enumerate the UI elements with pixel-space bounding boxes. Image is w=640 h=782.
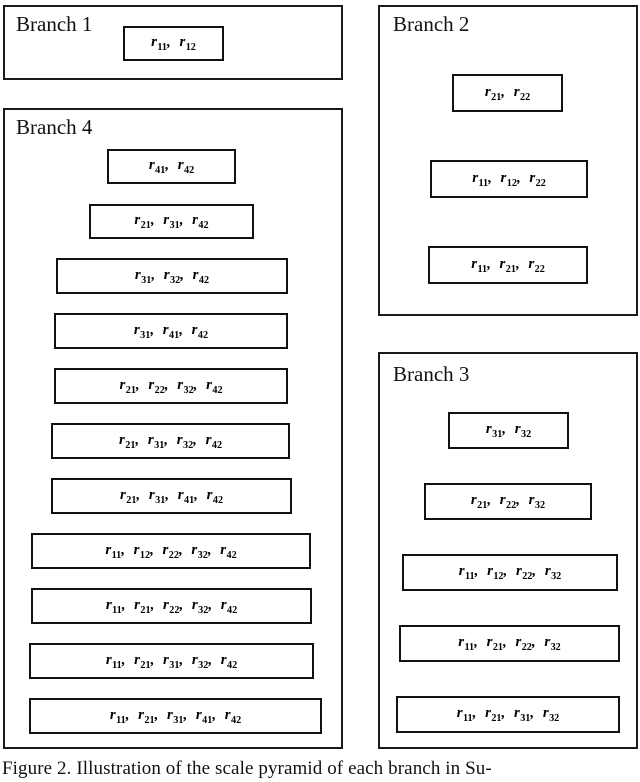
scale-label: r21, r22, r32 [470, 492, 546, 511]
branch-2-scale-box-1: r21, r22 [452, 74, 563, 112]
branch-4-scale-box-9: r11, r21, r22, r32, r42 [31, 588, 312, 624]
branch-3-scale-box-4: r11, r21, r22, r32 [399, 625, 620, 662]
branch-3-scale-box-2: r21, r22, r32 [424, 483, 592, 520]
branch-1-scale-box-1: r11, r12 [123, 26, 224, 61]
branch-4-title: Branch 4 [16, 115, 93, 139]
branch-2-scale-box-3: r11, r21, r22 [428, 246, 588, 284]
scale-label: r11, r21, r22, r32 [458, 634, 561, 653]
scale-label: r31, r32 [485, 421, 532, 440]
branch-2-title: Branch 2 [393, 12, 470, 36]
branch-2-scale-box-2: r11, r12, r22 [430, 160, 588, 198]
figure-caption: Figure 2. Illustration of the scale pyra… [2, 758, 492, 779]
scale-label: r11, r12 [151, 34, 196, 53]
scale-label: r11, r21, r22, r32, r42 [105, 596, 238, 616]
scale-label: r21, r31, r41, r42 [119, 486, 224, 506]
branch-3-scale-box-3: r11, r12, r22, r32 [402, 554, 618, 591]
branch-3-scale-box-5: r11, r21, r31, r32 [396, 696, 620, 733]
scale-label: r11, r21, r31, r32, r42 [105, 651, 238, 671]
scale-label: r11, r21, r31, r32 [456, 705, 560, 724]
scale-label: r11, r21, r31, r41, r42 [109, 706, 242, 726]
branch-4-scale-box-11: r11, r21, r31, r41, r42 [29, 698, 322, 734]
scale-label: r21, r22 [484, 83, 531, 103]
scale-label: r11, r21, r22 [471, 255, 545, 275]
branch-3-title: Branch 3 [393, 362, 470, 386]
branch-4-scale-box-6: r21, r31, r32, r42 [51, 423, 290, 459]
branch-4-scale-box-1: r41, r42 [107, 149, 236, 184]
branch-3-scale-box-1: r31, r32 [448, 412, 569, 449]
scale-label: r21, r31, r32, r42 [118, 431, 223, 451]
scale-label: r21, r31, r42 [134, 212, 209, 231]
scale-label: r41, r42 [148, 157, 195, 176]
branch-4-scale-box-5: r21, r22, r32, r42 [54, 368, 288, 404]
branch-4-scale-box-8: r11, r12, r22, r32, r42 [31, 533, 311, 569]
branch-4-scale-box-10: r11, r21, r31, r32, r42 [29, 643, 314, 679]
branch-4-scale-box-4: r31, r41, r42 [54, 313, 288, 349]
scale-label: r11, r12, r22, r32, r42 [105, 541, 237, 561]
branch-1-title: Branch 1 [16, 12, 93, 36]
scale-label: r11, r12, r22, r32 [458, 563, 562, 582]
branch-4-scale-box-7: r21, r31, r41, r42 [51, 478, 292, 514]
branch-4-scale-box-3: r31, r32, r42 [56, 258, 288, 294]
scale-label: r31, r32, r42 [134, 266, 210, 286]
scale-label: r31, r41, r42 [133, 321, 209, 341]
scale-label: r11, r12, r22 [472, 169, 546, 189]
branch-4-scale-box-2: r21, r31, r42 [89, 204, 254, 239]
scale-label: r21, r22, r32, r42 [119, 376, 223, 396]
